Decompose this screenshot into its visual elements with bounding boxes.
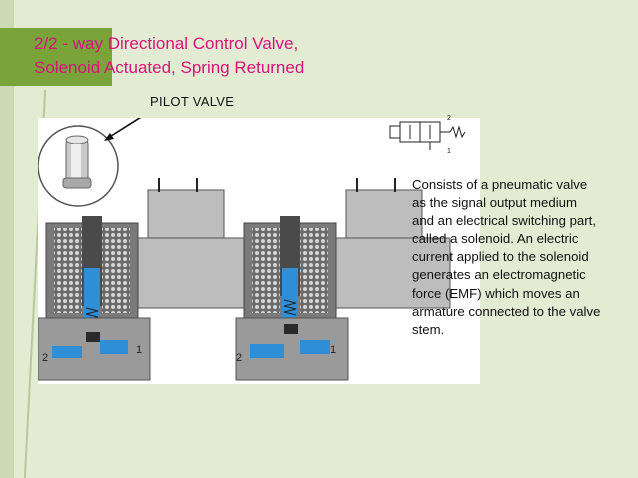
valve-right-drawing [235, 178, 451, 381]
pilot-valve-zoom [38, 125, 119, 207]
valve-illustration [38, 118, 466, 381]
pilot-valve-label: PILOT VALVE [150, 94, 235, 109]
slide-left-band [0, 0, 14, 478]
valve-left-drawing [38, 178, 257, 381]
title-accent-bar [0, 28, 112, 86]
slide-title: 2/2 - way Directional Control Valve, Sol… [34, 32, 304, 80]
title-line-2: Solenoid Actuated, Spring Returned [34, 58, 305, 77]
valve-figure [38, 118, 480, 384]
valve-left-port-2: 2 [42, 352, 49, 364]
body-text: Consists of a pneumatic valve as the sig… [412, 177, 601, 337]
valve-symbol [389, 121, 466, 150]
title-line-1: 2/2 - way Directional Control Valve, [34, 34, 299, 53]
symbol-port-2: 2 [447, 115, 451, 122]
valve-right-port-1: 1 [330, 344, 337, 356]
symbol-port-1: 1 [447, 148, 451, 155]
pilot-arrow [107, 118, 142, 139]
valve-right-port-2: 2 [236, 352, 243, 364]
valve-left-port-1: 1 [136, 344, 143, 356]
